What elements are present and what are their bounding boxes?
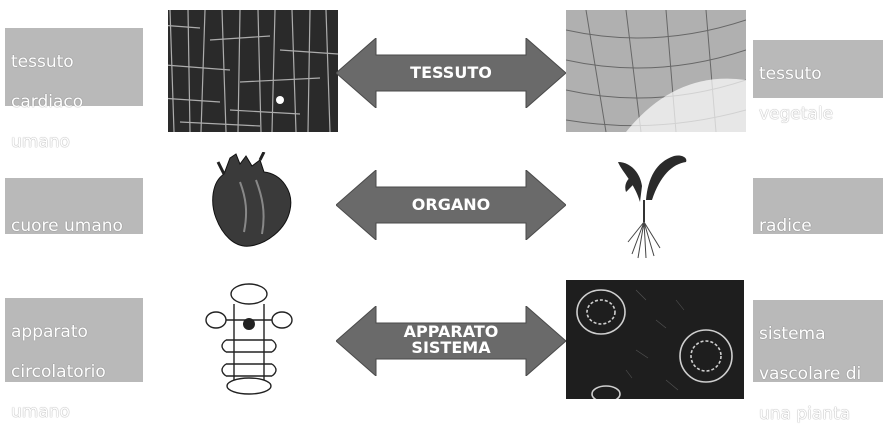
arrow-tessuto: TESSUTO <box>336 38 566 108</box>
label-line: vascolare di <box>759 364 877 384</box>
label-line: tessuto <box>11 52 137 72</box>
label-human-cardiac-tissue: tessuto cardiaco umano <box>5 28 143 106</box>
vascular-tissue-micrograph-icon <box>566 280 744 399</box>
heart-tissue-micrograph-icon <box>160 10 338 132</box>
label-line: cuore umano <box>11 216 137 236</box>
label-plant-tissue: tessuto vegetale <box>753 40 883 98</box>
label-line: apparato <box>11 322 137 342</box>
arrow-label: ORGANO <box>336 197 566 213</box>
label-line: umano <box>11 132 137 152</box>
label-plant-vascular-system: sistema vascolare di una pianta <box>753 300 883 382</box>
label-root: radice <box>753 178 883 234</box>
plant-root-icon <box>612 142 692 260</box>
label-line: radice <box>759 216 877 236</box>
label-line: vegetale <box>759 104 877 124</box>
human-heart-icon <box>200 152 300 248</box>
arrow-apparato-sistema: APPARATO SISTEMA <box>336 306 566 376</box>
arrow-label: SISTEMA <box>336 340 566 356</box>
label-human-heart: cuore umano <box>5 178 143 234</box>
plant-tissue-micrograph-icon <box>566 10 746 132</box>
label-line: umano <box>11 402 137 422</box>
label-line: circolatorio <box>11 362 137 382</box>
arrow-organo: ORGANO <box>336 170 566 240</box>
label-human-circulatory-system: apparato circolatorio umano <box>5 298 143 382</box>
label-line: sistema <box>759 324 877 344</box>
circulatory-system-icon <box>204 280 294 396</box>
label-line: una pianta <box>759 404 877 424</box>
label-line: cardiaco <box>11 92 137 112</box>
label-line: tessuto <box>759 64 877 84</box>
arrow-label: TESSUTO <box>336 65 566 81</box>
